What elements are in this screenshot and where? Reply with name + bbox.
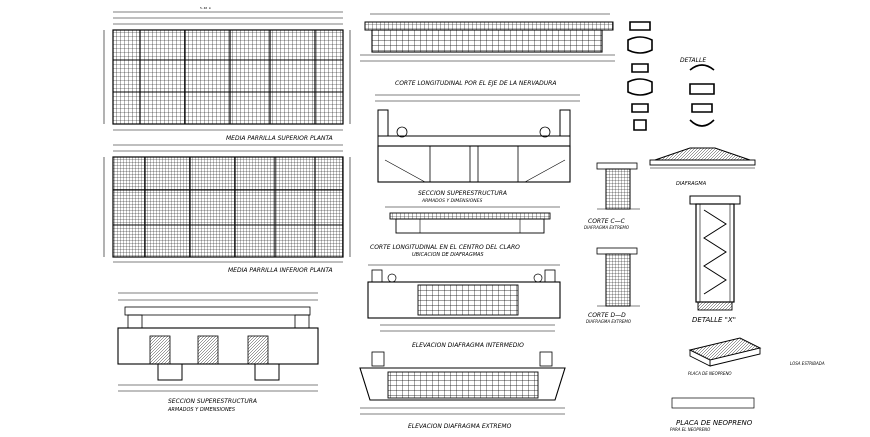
- label-section-dd-sub: DIAFRAGMA EXTREMO: [586, 319, 631, 324]
- end-diaphragm-elevation: ELEVACION DIAFRAGMA EXTREMO: [359, 351, 566, 430]
- label-superstructure-2: ARMADOS Y DIMENSIONES: [167, 407, 236, 413]
- label-slab-bottom: MEDIA PARRILLA INFERIOR PLANTA: [228, 267, 333, 274]
- intermediate-diaphragm-elevation: ELEVACION DIAFRAGMA INTERMEDIO: [367, 264, 561, 349]
- slab-plan-bottom: MEDIA PARRILLA INFERIOR PLANTA: [103, 144, 351, 274]
- label-slab-top: MEDIA PARRILLA SUPERIOR PLANTA: [226, 135, 333, 142]
- label-intermediate-diaphragm: ELEVACION DIAFRAGMA INTERMEDIO: [412, 342, 524, 349]
- label-detalle-x: DETALLE "X": [692, 316, 736, 324]
- label-detalle-top: DETALLE: [680, 57, 706, 64]
- label-diaphragm-right: DIAFRAGMA: [676, 181, 707, 187]
- neoprene-pad: PLACA DE NEOPRENO PLACA DE NEOPRENO PARA…: [670, 337, 762, 432]
- section-c-c: CORTE C—C DIAFRAGMA EXTREMO: [584, 162, 640, 230]
- superstructure-section-center: SECCION SUPERESTRUCTURA ARMADOS Y DIMENS…: [375, 94, 580, 204]
- label-longitudinal-center-1: CORTE LONGITUDINAL EN EL CENTRO DEL CLAR…: [370, 244, 520, 251]
- longitudinal-section-rib: CORTE LONGITUDINAL POR EL EJE DE LA NERV…: [360, 13, 615, 87]
- bar-shapes: [627, 21, 715, 131]
- section-d-d: CORTE D—D DIAFRAGMA EXTREMO: [586, 247, 640, 324]
- label-section-dd: CORTE D—D: [588, 312, 626, 319]
- label-neoprene-pad-sub: PARA EL NEOPRENO: [670, 427, 710, 432]
- svg-text:5.40 m: 5.40 m: [200, 6, 211, 10]
- label-superstructure-center-2: ARMADOS Y DIMENSIONES: [421, 198, 482, 204]
- label-superstructure-center-1: SECCION SUPERESTRUCTURA: [418, 190, 507, 197]
- label-longitudinal-rib: CORTE LONGITUDINAL POR EL EJE DE LA NERV…: [395, 80, 556, 87]
- label-section-cc-sub: DIAFRAGMA EXTREMO: [584, 225, 629, 230]
- diaphragm-right: DIAFRAGMA: [649, 147, 756, 187]
- detail-x: DETALLE "X": [689, 195, 741, 324]
- label-neoprene-pad: PLACA DE NEOPRENO: [676, 419, 753, 427]
- label-legend: LOSA ESTRIBADA: [790, 361, 825, 366]
- label-section-cc: CORTE C—C: [588, 218, 626, 225]
- label-longitudinal-center-2: UBICACION DE DIAFRAGMAS: [412, 252, 484, 258]
- label-end-diaphragm: ELEVACION DIAFRAGMA EXTREMO: [408, 423, 512, 430]
- superstructure-section-left: SECCION SUPERESTRUCTURA ARMADOS Y DIMENS…: [117, 292, 319, 413]
- label-neoprene-pad-small: PLACA DE NEOPRENO: [688, 371, 732, 376]
- slab-plan-top: 5.40 m MEDIA PARRILLA SUPERIOR PLANTA: [103, 6, 351, 142]
- longitudinal-section-center: CORTE LONGITUDINAL EN EL CENTRO DEL CLAR…: [370, 206, 560, 258]
- label-superstructure-1: SECCION SUPERESTRUCTURA: [168, 398, 257, 405]
